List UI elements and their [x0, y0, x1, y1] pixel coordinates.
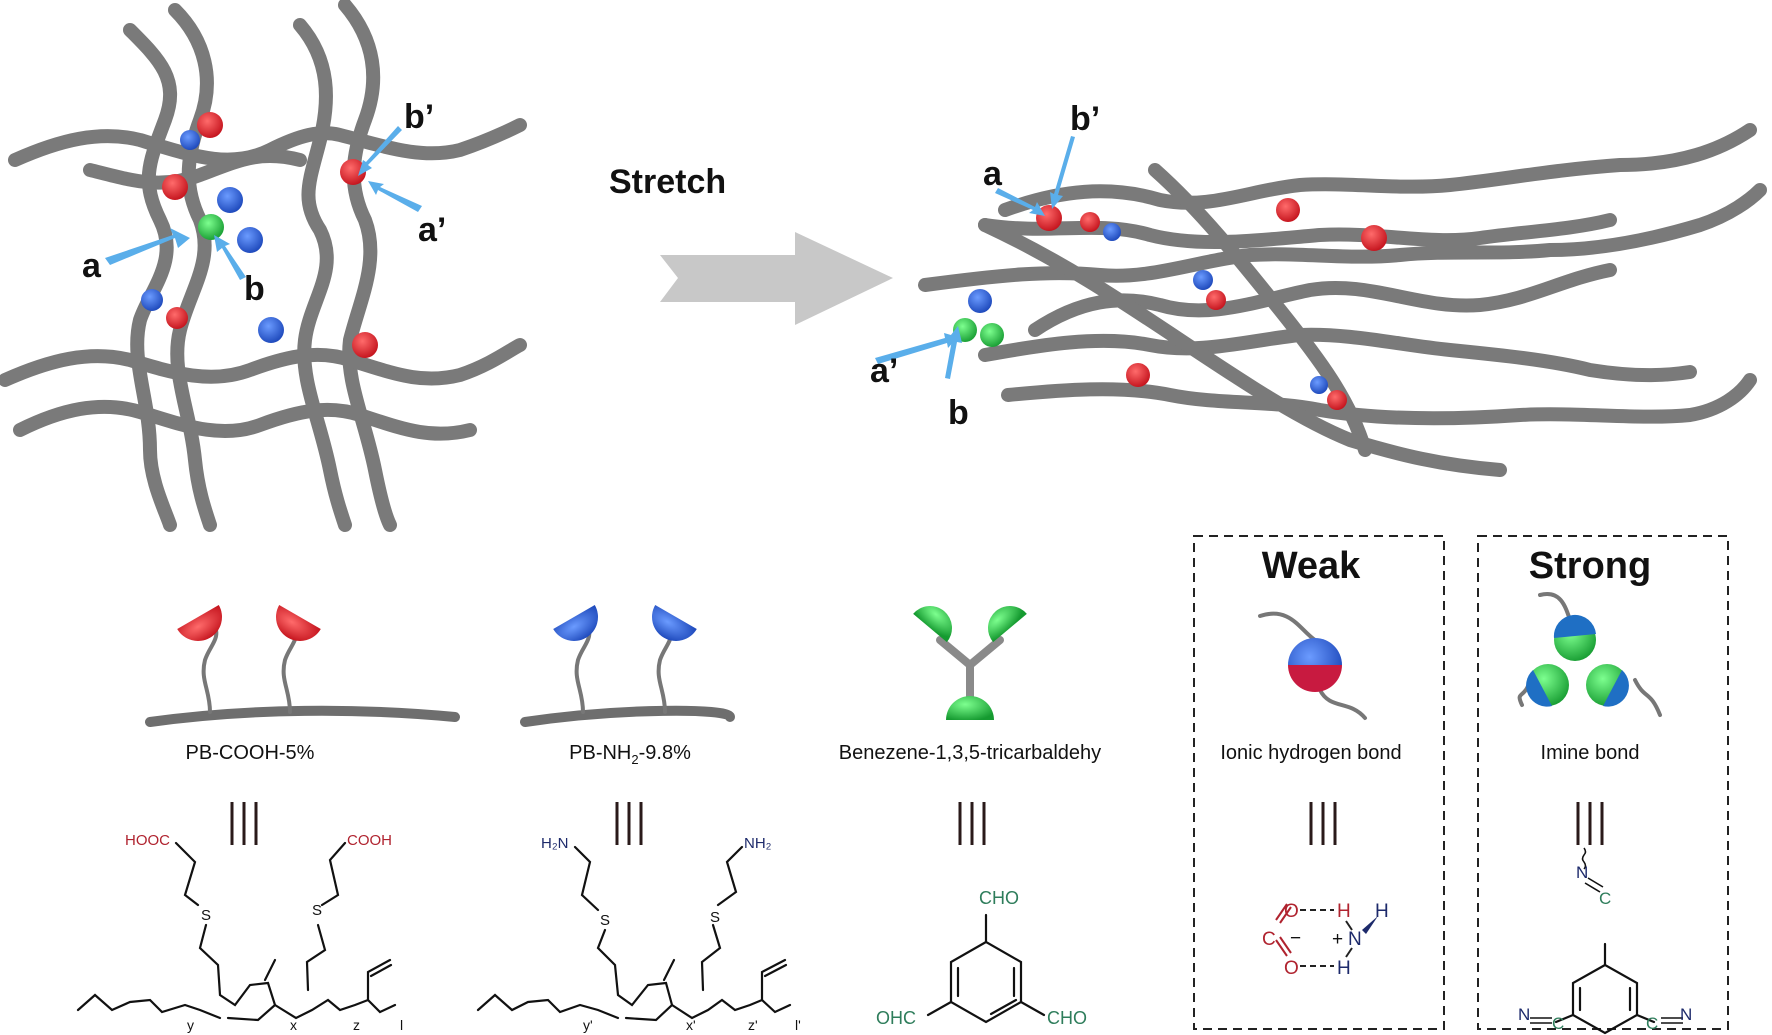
btca-structure: CHO OHC CHO [876, 888, 1087, 1028]
svg-text:O: O [1284, 958, 1299, 979]
weak-caption: Ionic hydrogen bond [1220, 742, 1401, 764]
polymer-chains [0, 0, 527, 532]
component-pb-nh2: PB-NH2-9.8% H₂N NH₂ S S y' x' z' l' [476, 605, 801, 1033]
svg-text:N: N [1680, 1005, 1692, 1024]
svg-text:x: x [290, 1017, 297, 1033]
cho-cup-icon [946, 696, 994, 720]
svg-text:S: S [312, 902, 322, 919]
ionic-bead-icon [1288, 638, 1342, 692]
imine-bead-icon [1553, 614, 1596, 661]
stretched-network: a b’ a’ b [870, 100, 1767, 477]
left-label-a-prime: a’ [418, 211, 446, 249]
strong-bond-box: Strong Imine bond N C N [1477, 535, 1729, 1035]
svg-text:C: C [1646, 1014, 1658, 1033]
svg-text:CHO: CHO [979, 888, 1019, 908]
svg-text:H₂N: H₂N [541, 835, 569, 852]
weak-bond-box: Weak Ionic hydrogen bond O C O − H H + N… [1193, 535, 1445, 1030]
backbone [520, 705, 735, 727]
strong-title: Strong [1529, 545, 1651, 587]
bead-a [198, 214, 224, 240]
cooh-cup-icon [177, 605, 222, 641]
svg-text:y: y [187, 1017, 194, 1033]
equivalence-mark [615, 802, 643, 845]
svg-text:C: C [1599, 889, 1611, 908]
svg-text:CHO: CHO [1047, 1008, 1087, 1028]
cho-cup-icon [988, 606, 1027, 643]
svg-text:NH₂: NH₂ [744, 835, 772, 852]
svg-text:l': l' [795, 1017, 801, 1033]
stretch-label: Stretch [609, 163, 726, 201]
svg-text:COOH: COOH [347, 832, 392, 849]
svg-text:C: C [1262, 929, 1276, 950]
right-label-a: a [983, 155, 1003, 193]
svg-text:z': z' [748, 1017, 758, 1033]
svg-text:N: N [1576, 863, 1588, 882]
pb-cooh-structure: HOOC COOH S S y x z l [76, 832, 403, 1033]
equivalence-mark [1576, 802, 1604, 845]
cho-cup-icon [913, 606, 952, 643]
equivalence-mark [1309, 802, 1337, 845]
component-pb-cooh: PB-COOH-5% HOOC COOH S S y x z l [76, 605, 460, 1033]
right-label-a-prime: a’ [870, 352, 898, 390]
left-pointers [105, 126, 422, 280]
svg-text:l: l [400, 1017, 403, 1033]
big-arrow-icon [660, 232, 893, 325]
equivalence-mark [230, 802, 258, 845]
stretch-arrow: Stretch [609, 163, 893, 325]
svg-text:OHC: OHC [876, 1008, 916, 1028]
svg-text:S: S [201, 907, 211, 924]
svg-text:H: H [1375, 901, 1389, 922]
right-pointers [875, 136, 1075, 379]
left-label-a: a [82, 247, 102, 285]
cooh-cup-icon [276, 605, 321, 641]
svg-text:+: + [1332, 929, 1343, 950]
svg-text:H: H [1337, 958, 1351, 979]
backbone [145, 705, 460, 727]
left-label-b: b [244, 270, 265, 308]
pb-cooh-label: PB-COOH-5% [186, 742, 315, 764]
nh2-cup-icon [553, 605, 598, 641]
unstretched-network: a b a’ b’ [0, 0, 527, 532]
right-label-b: b [948, 394, 969, 432]
imine-bead-icon [1526, 664, 1569, 707]
svg-text:N: N [1518, 1005, 1530, 1024]
imine-bead-icon [1586, 664, 1629, 707]
pb-nh2-label: PB-NH2-9.8% [569, 742, 691, 767]
svg-text:O: O [1284, 901, 1299, 922]
component-btca: Benezene-1,3,5-tricarbaldehy CHO OHC CHO [839, 606, 1101, 1028]
left-beads [141, 112, 378, 358]
equivalence-mark [958, 802, 986, 845]
svg-text:H: H [1337, 901, 1351, 922]
svg-text:S: S [600, 912, 610, 929]
left-label-b-prime: b’ [404, 98, 434, 136]
pb-nh2-structure: H₂N NH₂ S S y' x' z' l' [476, 835, 801, 1033]
svg-text:−: − [1290, 928, 1301, 949]
svg-text:S: S [710, 909, 720, 926]
nh2-cup-icon [652, 605, 697, 641]
btca-label: Benezene-1,3,5-tricarbaldehy [839, 742, 1101, 764]
svg-text:HOOC: HOOC [125, 832, 170, 849]
svg-text:C: C [1552, 1014, 1564, 1033]
imine-structure: N C N C C N [1518, 847, 1692, 1035]
weak-title: Weak [1262, 545, 1361, 587]
svg-text:N: N [1348, 929, 1362, 950]
aligned-chains [918, 123, 1767, 477]
strong-caption: Imine bond [1541, 742, 1640, 764]
right-label-b-prime: b’ [1070, 100, 1100, 138]
ionic-hbond-structure: O C O − H H + N H [1262, 901, 1389, 979]
svg-text:z: z [353, 1017, 360, 1033]
svg-text:y': y' [583, 1017, 593, 1033]
svg-text:x': x' [686, 1017, 696, 1033]
